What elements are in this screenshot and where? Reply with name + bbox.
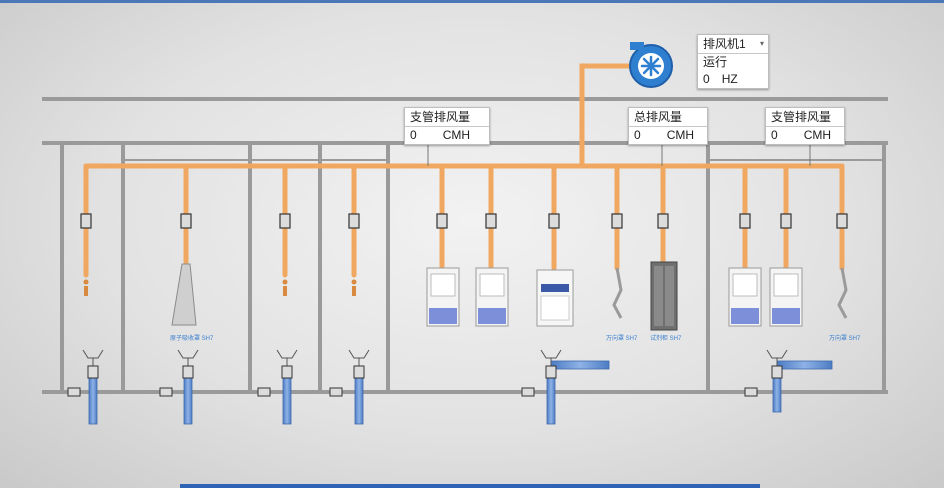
caption-cabinet: 试剂柜 SH7	[650, 334, 682, 342]
caption-arm-2: 万向罩 SH7	[829, 334, 861, 342]
branch-exhaust-meter-2: 支管排风量 0 CMH	[765, 107, 845, 145]
supply-risers	[88, 360, 833, 425]
fan-frequency-value: 0	[703, 72, 710, 86]
caption-arm-1: 万向罩 SH7	[606, 334, 638, 342]
fan-status-panel[interactable]: 排风机1 ▾ 运行 0 HZ	[697, 34, 769, 89]
bottom-accent-bar	[180, 484, 760, 488]
fan-frequency-unit: HZ	[721, 72, 738, 86]
absorption-hood	[171, 263, 197, 326]
meter-value: 0	[771, 128, 778, 142]
meter-title: 支管排风量	[405, 108, 489, 127]
branch-exhaust-meter-1: 支管排风量 0 CMH	[404, 107, 490, 145]
fan-status-row: 运行	[698, 54, 768, 71]
exhaust-fan-icon[interactable]	[629, 42, 673, 88]
meter-unit: CMH	[442, 128, 471, 142]
supply-valves	[67, 365, 783, 397]
reagent-cabinet	[650, 261, 678, 331]
total-exhaust-meter: 总排风量 0 CMH	[628, 107, 708, 145]
fan-frequency-row: 0 HZ	[698, 71, 768, 88]
meter-value: 0	[410, 128, 417, 142]
meter-title: 总排风量	[629, 108, 707, 127]
caption-absorption-hood: 原子吸收罩 SH7	[170, 334, 214, 342]
caret-down-icon[interactable]: ▾	[759, 39, 764, 48]
fume-hoods	[426, 267, 803, 327]
branch-dampers	[80, 213, 848, 229]
meter-leaders	[427, 143, 811, 166]
fan-name: 排风机1	[703, 37, 746, 51]
meter-title: 支管排风量	[766, 108, 844, 127]
meter-unit: CMH	[803, 128, 832, 142]
device-captions: 原子吸收罩 SH7 万向罩 SH7 试剂柜 SH7 万向罩 SH7	[170, 334, 861, 342]
exhaust-nozzles	[83, 279, 357, 296]
meter-value: 0	[634, 128, 641, 142]
universal-arms	[612, 267, 848, 319]
fan-status: 运行	[703, 55, 728, 69]
top-accent-bar	[0, 0, 944, 3]
meter-unit: CMH	[666, 128, 695, 142]
